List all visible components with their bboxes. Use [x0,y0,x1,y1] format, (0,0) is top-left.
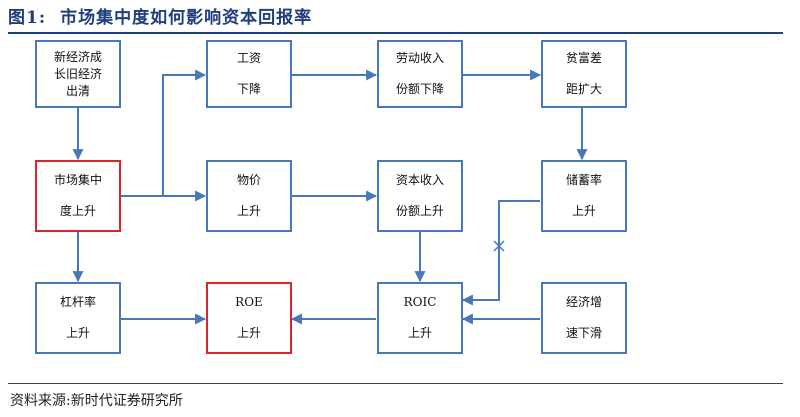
price-box: 物价 上升 [206,160,292,232]
concentration-line-1: 市场集中 [53,173,102,187]
new-economy-box: 新经济成 长旧经济 出清 [35,40,121,108]
figure-title-text: 市场集中度如何影响资本回报率 [60,8,313,28]
savings-line-1: 储蓄率 [565,173,602,187]
arrow-savings-to-roic-blocked [461,200,540,306]
labor-income-line-1: 劳动收入 [395,51,444,65]
roic-line-2: 上升 [407,326,432,340]
growth-line-2: 速下滑 [565,326,602,340]
wage-line-2: 下降 [236,82,261,96]
title-underline [8,32,783,34]
roic-line-1: ROIC [403,295,437,309]
wealth-gap-line-1: 贫富差 [565,51,602,65]
capital-income-line-1: 资本收入 [395,173,444,187]
figure-number: 图1: [8,8,47,28]
arrow-concentration-to-wage [121,69,207,197]
savings-line-2: 上升 [571,204,596,218]
wealth-gap-box: 贫富差 距扩大 [541,40,627,108]
roe-line-1: ROE [235,295,263,309]
leverage-box: 杠杆率 上升 [35,282,121,354]
wealth-gap-line-2: 距扩大 [565,82,602,96]
leverage-line-2: 上升 [65,326,90,340]
concentration-line-2: 度上升 [59,204,96,218]
labor-income-box: 劳动收入 份额下降 [377,40,463,108]
cross-mark [493,240,505,252]
capital-income-box: 资本收入 份额上升 [377,160,463,232]
new-economy-line-1: 新经济成 [53,49,102,64]
labor-income-line-2: 份额下降 [395,82,444,96]
concentration-box: 市场集中 度上升 [35,160,121,232]
roe-box: ROE 上升 [206,282,292,354]
growth-line-1: 经济增 [565,295,602,309]
source-note: 资料来源:新时代证券研究所 [10,393,183,409]
roe-line-2: 上升 [236,326,261,340]
roic-box: ROIC 上升 [377,282,463,354]
price-line-2: 上升 [236,204,261,218]
wage-line-1: 工资 [236,51,261,65]
new-economy-line-3: 出清 [65,83,90,98]
new-economy-line-2: 长旧经济 [53,66,102,81]
price-line-1: 物价 [236,173,261,187]
growth-box: 经济增 速下滑 [541,282,627,354]
wage-box: 工资 下降 [206,40,292,108]
capital-income-line-2: 份额上升 [395,204,444,218]
figure-title: 图1: 市场集中度如何影响资本回报率 [8,4,312,32]
savings-box: 储蓄率 上升 [541,160,627,232]
leverage-line-1: 杠杆率 [59,295,96,309]
source-divider [8,383,783,384]
